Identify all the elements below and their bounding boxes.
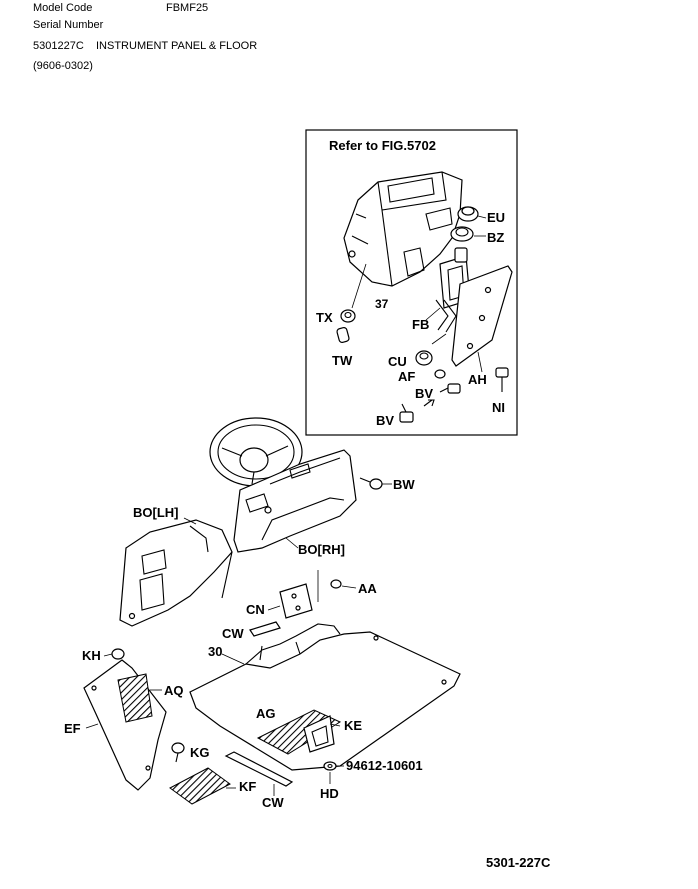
callout-kf: KF xyxy=(239,779,256,794)
part-cu xyxy=(415,350,433,366)
callout-bo-rh: BO[RH] xyxy=(298,542,345,557)
washer-hd xyxy=(323,761,337,771)
date-range: (9606-0302) xyxy=(33,60,93,72)
callout-bv-2: BV xyxy=(376,413,394,428)
model-code-label: Model Code xyxy=(33,2,93,14)
knob-bz xyxy=(450,226,474,242)
pad-kf xyxy=(169,767,231,805)
callout-cw-1: CW xyxy=(222,626,244,641)
callout-ke: KE xyxy=(344,718,362,733)
callout-kg: KG xyxy=(190,745,210,760)
callout-bw: BW xyxy=(393,477,415,492)
panel-bo-lh xyxy=(119,519,233,627)
callout-bv-1: BV xyxy=(415,386,433,401)
bolt-bv-1 xyxy=(439,383,461,394)
bolt-kg xyxy=(171,742,185,763)
callout-ni: NI xyxy=(492,400,505,415)
callout-cu: CU xyxy=(388,354,407,369)
callout-af: AF xyxy=(398,369,415,384)
callout-ef: EF xyxy=(64,721,81,736)
callout-eu: EU xyxy=(487,210,505,225)
callout-bz: BZ xyxy=(487,230,504,245)
callout-ah: AH xyxy=(468,372,487,387)
panel-ef xyxy=(83,659,167,791)
callout-30: 30 xyxy=(208,644,222,659)
bolt-aa xyxy=(330,579,342,589)
model-code-value: FBMF25 xyxy=(166,2,209,14)
bracket-cn xyxy=(279,583,313,619)
callout-bo-lh: BO[LH] xyxy=(133,505,179,520)
bolt-bv-2 xyxy=(399,403,414,423)
callout-fb: FB xyxy=(412,317,429,332)
inset-frame xyxy=(305,129,518,436)
callout-part-number: 94612-10601 xyxy=(346,758,423,773)
strip-cw-2 xyxy=(224,751,294,787)
callout-hd: HD xyxy=(320,786,339,801)
callout-tw: TW xyxy=(332,353,353,368)
arrow-icon xyxy=(423,399,435,407)
callout-kh: KH xyxy=(82,648,101,663)
callout-cn: CN xyxy=(246,602,265,617)
callout-aa: AA xyxy=(358,581,377,596)
callout-tx: TX xyxy=(316,310,333,325)
clip-ke xyxy=(303,715,335,753)
strip-cw-1 xyxy=(249,621,281,637)
knob-eu xyxy=(457,206,479,222)
column-cover xyxy=(343,171,463,287)
inset-title: Refer to FIG.5702 xyxy=(329,138,436,153)
inset-box: Refer to FIG.5702 37 EU BZ xyxy=(305,129,518,436)
figure-code: 5301-227C xyxy=(486,855,551,870)
washer-af xyxy=(434,369,446,379)
section-code: 5301227C xyxy=(33,40,84,52)
grommet-tx xyxy=(340,309,356,323)
serial-number-label: Serial Number xyxy=(33,19,104,31)
clip-kh xyxy=(111,648,125,660)
bracket-ah xyxy=(451,265,513,367)
callout-ag: AG xyxy=(256,706,276,721)
steering-wheel xyxy=(209,417,303,487)
callout-cw-2: CW xyxy=(262,795,284,810)
callout-37: 37 xyxy=(375,297,389,311)
bolt-bw xyxy=(359,477,383,490)
panel-bo-rh xyxy=(233,449,357,553)
bulb-tw xyxy=(336,327,350,343)
section-title: INSTRUMENT PANEL & FLOOR xyxy=(96,40,258,52)
bolt-ni xyxy=(495,367,509,392)
floor-plate xyxy=(189,623,461,771)
callout-aq: AQ xyxy=(164,683,184,698)
